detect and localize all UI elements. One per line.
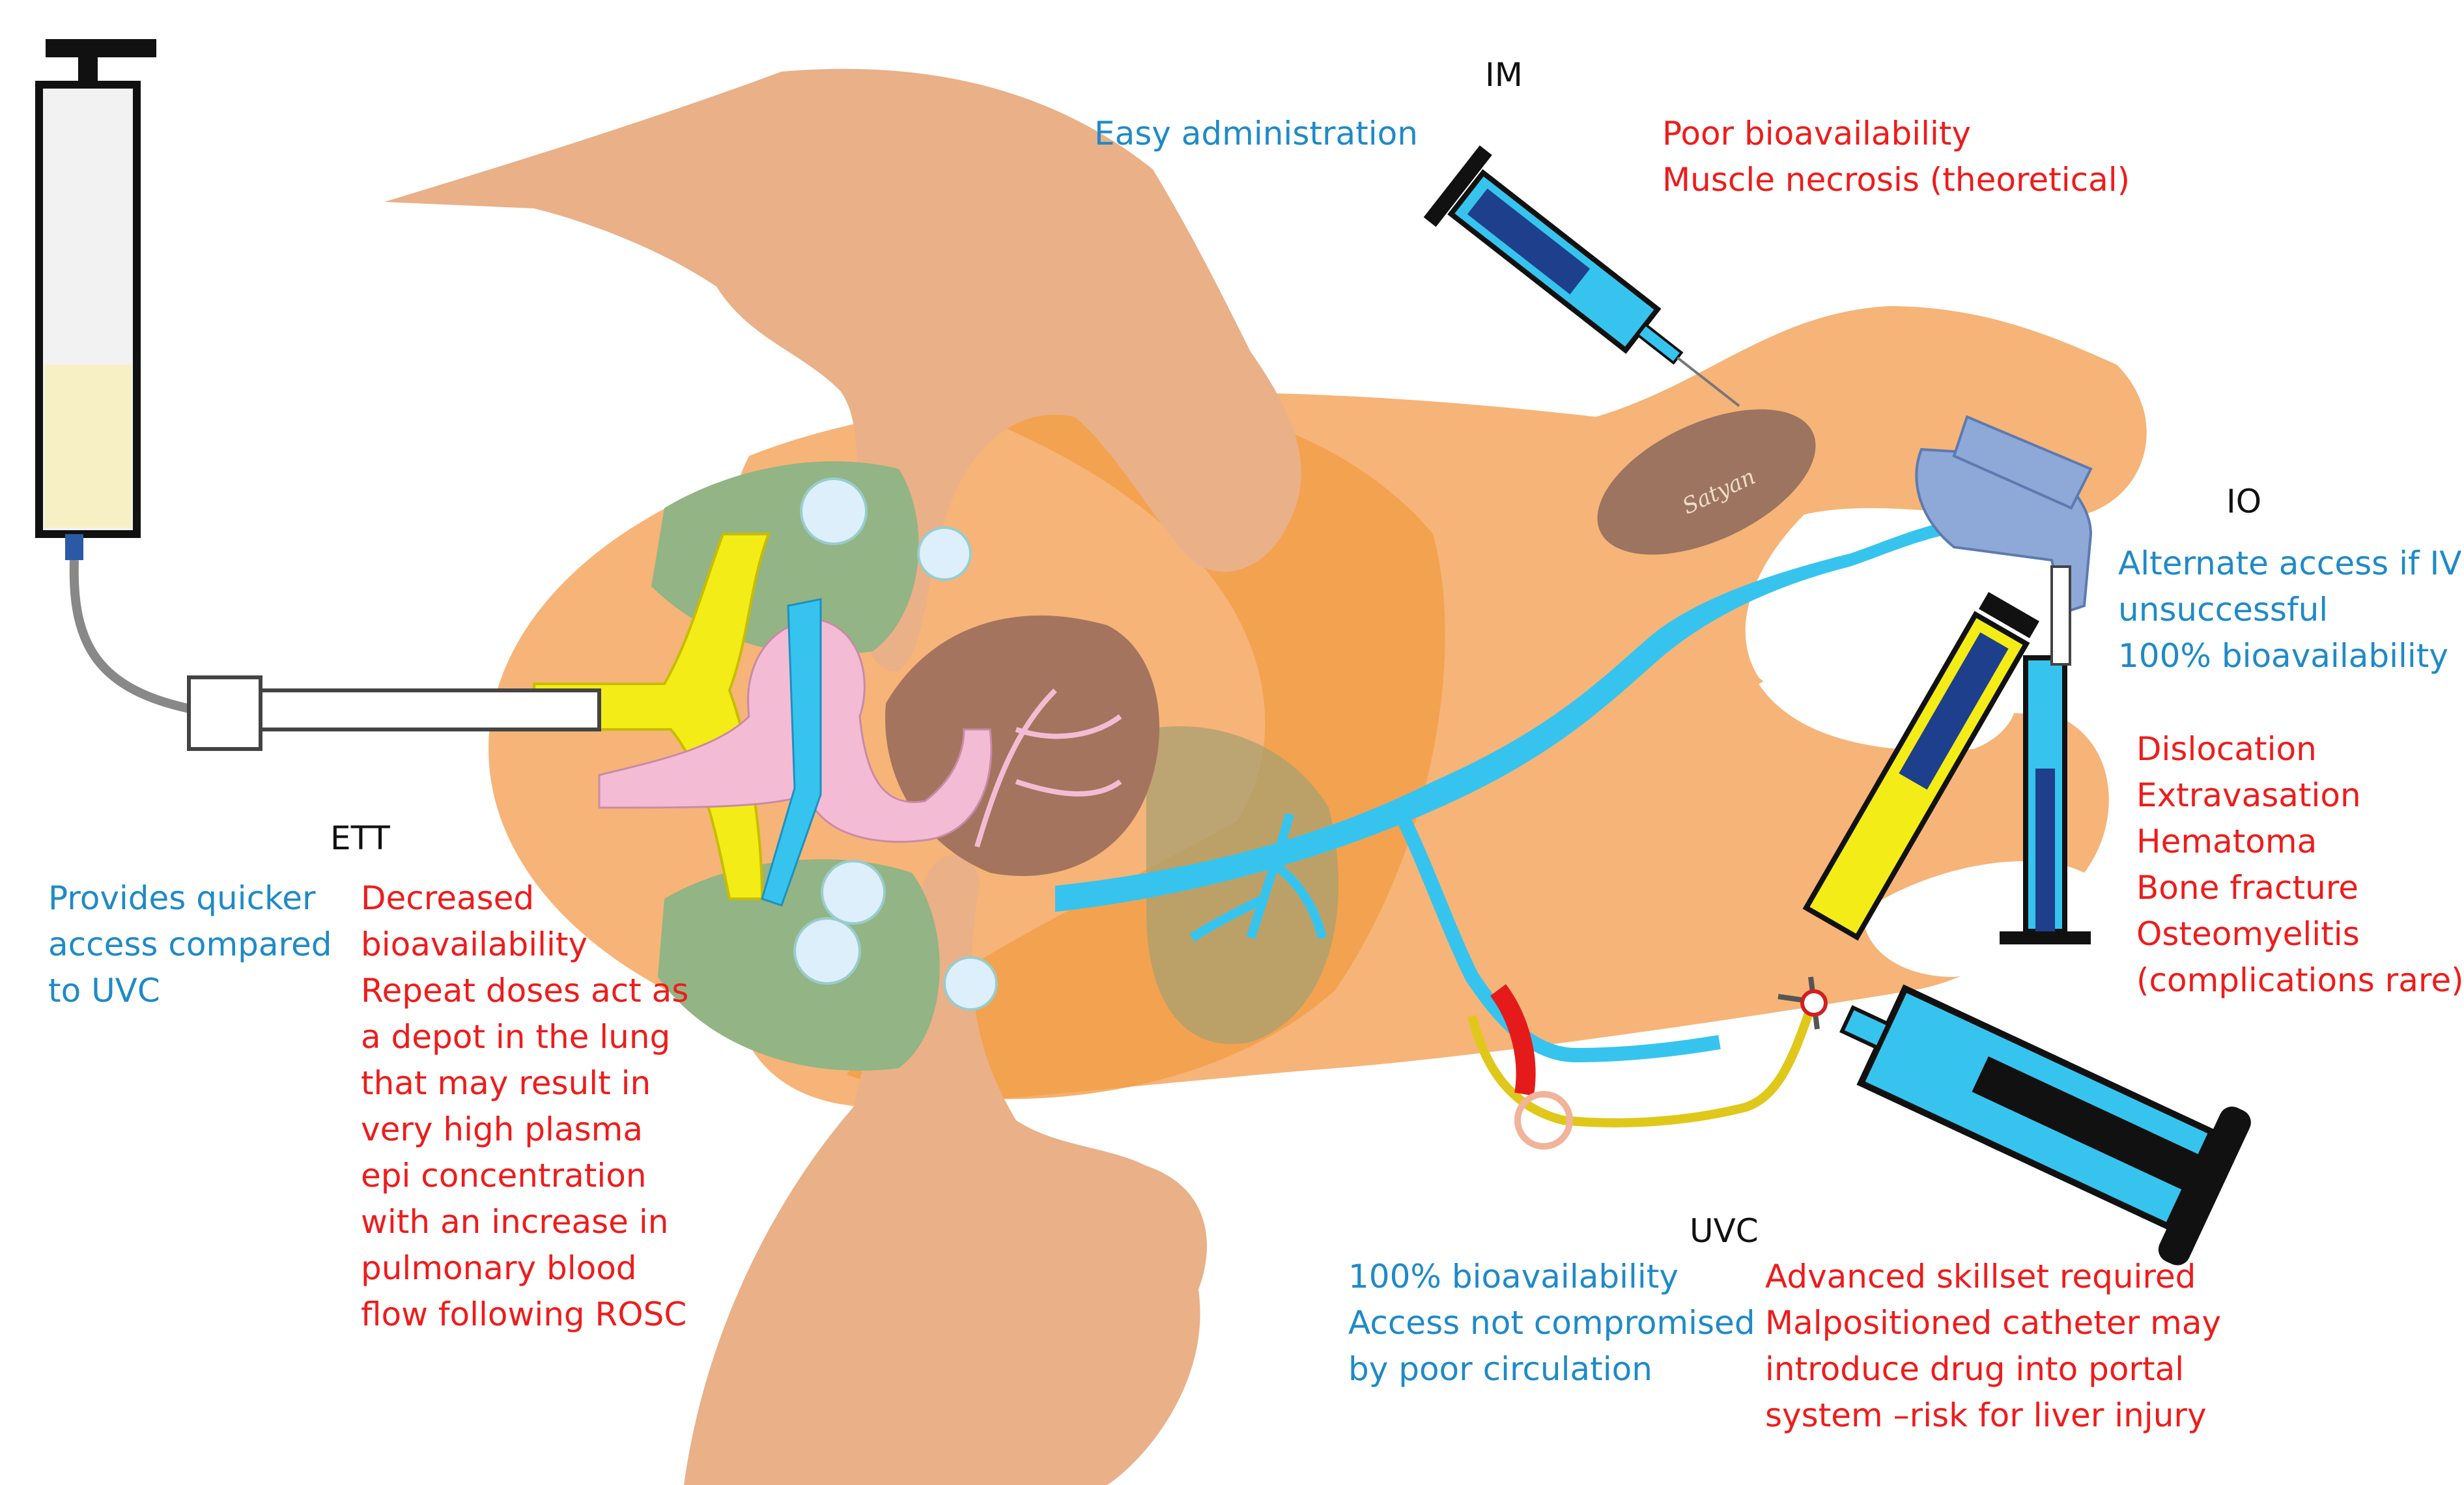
io-advantages: Alternate access if IV unsuccessful 100%…	[2118, 541, 2461, 679]
ett-disadvantage-line: with an increase in	[361, 1203, 669, 1241]
uvc-disadvantages: Advanced skillset required Malpositioned…	[1765, 1254, 2221, 1439]
ett-disadvantage-line: flow following ROSC	[361, 1295, 687, 1333]
alveolus	[917, 526, 972, 581]
uvc-disadvantage-line: system –risk for liver injury	[1765, 1396, 2207, 1434]
ett-syringe-plunger-cap	[46, 39, 156, 57]
io-advantage-line: 100% bioavailability	[2118, 637, 2448, 675]
ett-disadvantage-line: Decreased	[361, 879, 535, 917]
ett-disadvantage-line: Repeat doses act as	[361, 972, 689, 1010]
uvc-catheter	[1467, 988, 1822, 1127]
ett-syringe-fluid	[44, 365, 132, 528]
uvc-route-label: UVC	[1690, 1212, 1759, 1250]
ett-disadvantage-line: very high plasma	[361, 1110, 643, 1148]
io-advantage-line: Alternate access if IV	[2118, 544, 2462, 582]
alveolus	[800, 477, 868, 545]
uvc-syringe-lower	[1839, 984, 2251, 1266]
im-disadvantage-line: Muscle necrosis (theoretical)	[1662, 161, 2131, 199]
io-route-label: IO	[2226, 483, 2262, 520]
im-advantages: Easy administration	[1094, 111, 1418, 157]
im-syringe	[1423, 145, 1740, 407]
alveolus	[793, 917, 861, 985]
uvc-advantage-line: Access not compromised	[1348, 1304, 1755, 1342]
ett-disadvantage-line: epi concentration	[361, 1157, 647, 1195]
io-disadvantage-line: Hematoma	[2136, 823, 2317, 860]
lower-hand	[684, 855, 1208, 1485]
airway	[533, 533, 771, 900]
ett-advantages: Provides quicker access compared to UVC	[48, 875, 332, 1014]
ett-disadvantage-line: a depot in the lung	[361, 1018, 671, 1056]
io-advantage-line: unsuccessful	[2118, 591, 2329, 629]
ett-advantage-line: to UVC	[48, 972, 160, 1010]
ett-connector	[187, 675, 262, 751]
io-disadvantage-line: Extravasation	[2136, 776, 2361, 814]
io-disadvantage-line: (complications rare)	[2136, 961, 2464, 999]
umbilicus-ring	[1514, 1091, 1573, 1150]
im-advantage-line: Easy administration	[1094, 115, 1418, 152]
im-route-label: IM	[1485, 56, 1523, 94]
im-disadvantages: Poor bioavailability Muscle necrosis (th…	[1662, 111, 2130, 203]
ett-tube	[69, 559, 586, 714]
io-disadvantages: Dislocation Extravasation Hematoma Bone …	[2136, 726, 2464, 1004]
io-syringe-needle	[2050, 565, 2071, 666]
uvc-advantages: 100% bioavailability Access not compromi…	[1348, 1254, 1755, 1393]
endotracheal-tube	[259, 688, 601, 731]
stopcock-valve	[1800, 989, 1828, 1017]
right-lower-lung	[1146, 726, 1338, 1045]
ett-route-label: ETT	[330, 819, 390, 857]
io-syringe-cap	[2000, 931, 2091, 944]
ett-disadvantage-line: bioavailability	[361, 926, 588, 963]
alveolus	[821, 860, 886, 925]
ett-syringe-tip	[65, 534, 83, 560]
io-disadvantage-line: Dislocation	[2136, 730, 2317, 768]
im-disadvantage-line: Poor bioavailability	[1662, 115, 1972, 152]
liver-branches	[1189, 813, 1327, 942]
umbilical-stump	[1490, 984, 1536, 1096]
alveolus	[943, 956, 998, 1011]
thigh-muscle	[1597, 409, 1816, 555]
uvc-disadvantage-line: Malpositioned catheter may	[1765, 1304, 2222, 1342]
heart-vessels	[974, 688, 1122, 848]
ett-advantage-line: access compared	[48, 926, 332, 963]
upper-hand	[384, 68, 1301, 672]
io-disadvantage-line: Osteomyelitis	[2136, 915, 2360, 953]
superior-vena-cava	[761, 598, 822, 907]
uvc-disadvantage-line: introduce drug into portal	[1765, 1350, 2185, 1388]
io-syringe-plunger	[2035, 769, 2055, 944]
uvc-syringe-upper	[1802, 591, 2039, 941]
ett-advantage-line: Provides quicker	[48, 879, 316, 917]
uvc-advantage-line: 100% bioavailability	[1348, 1258, 1678, 1295]
ett-disadvantage-line: pulmonary blood	[361, 1249, 637, 1287]
ett-disadvantages: Decreased bioavailability Repeat doses a…	[361, 875, 688, 1338]
io-disadvantage-line: Bone fracture	[2136, 869, 2359, 907]
io-device-handle	[1952, 415, 2093, 510]
uvc-advantage-line: by poor circulation	[1348, 1350, 1652, 1388]
ett-disadvantage-line: that may result in	[361, 1064, 651, 1102]
uvc-disadvantage-line: Advanced skillset required	[1765, 1258, 2196, 1295]
